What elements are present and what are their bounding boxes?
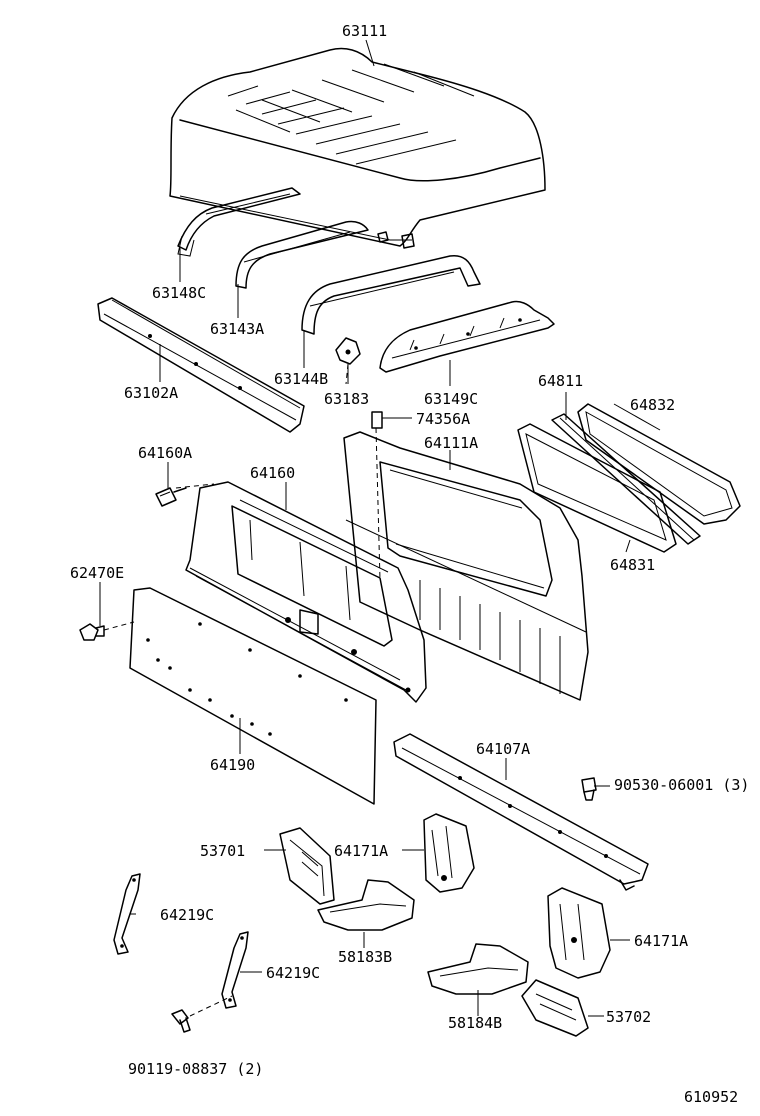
window-glass-64811: [551, 413, 701, 545]
label-53701: 53701: [200, 842, 245, 860]
bolt-90530: [581, 777, 597, 801]
label-62470E: 62470E: [70, 564, 124, 582]
label-64811: 64811: [538, 372, 583, 390]
stay-64219C-left: [113, 873, 141, 955]
support-64171A-lower: [547, 887, 611, 979]
label-74356A: 74356A: [416, 410, 470, 428]
label-64107A: 64107A: [476, 740, 530, 758]
bracket-63183: [335, 337, 361, 365]
roof-bow-63149C: [379, 300, 555, 373]
stay-64219C-right: [221, 931, 249, 1009]
label-53702: 53702: [606, 1008, 651, 1026]
reinforcement-58184B: [427, 943, 529, 995]
reinforcement-58183B: [317, 879, 415, 931]
roof-panel: [169, 47, 546, 249]
header-rail-63102A: [97, 297, 305, 433]
label-58184B: 58184B: [448, 1014, 502, 1032]
label-64219C-left: 64219C: [160, 906, 214, 924]
label-64190: 64190: [210, 756, 255, 774]
clip-74356A: [371, 411, 383, 429]
label-63144B: 63144B: [274, 370, 328, 388]
bracket-53701: [279, 827, 335, 905]
bracket-53702: [521, 979, 589, 1037]
label-64832: 64832: [630, 396, 675, 414]
label-90119-08837: 90119-08837 (2): [128, 1060, 263, 1078]
label-63143A: 63143A: [210, 320, 264, 338]
weatherstrip-64832: [577, 403, 741, 525]
roof-bow-63148C: [177, 187, 301, 257]
bolt-90119: [171, 1009, 191, 1033]
part-labels: 63111 63148C 63143A 63144B 63183 63149C …: [70, 22, 749, 1106]
back-panel-64160: [185, 481, 427, 703]
sill-64107A: [393, 733, 649, 891]
bolt-64160A: [155, 487, 187, 507]
label-64831: 64831: [610, 556, 655, 574]
clip-62470E: [79, 623, 105, 641]
trim-board-64190: [129, 587, 377, 805]
roof-bow-63143A: [235, 220, 369, 289]
roof-bow-63144B: [301, 254, 481, 335]
label-90530-06001: 90530-06001 (3): [614, 776, 749, 794]
support-64171A-upper: [423, 813, 475, 893]
back-panel-64111A: [343, 431, 589, 701]
label-64160: 64160: [250, 464, 295, 482]
window-glass-64831: [517, 423, 677, 553]
label-63149C: 63149C: [424, 390, 478, 408]
label-64171A-lower: 64171A: [634, 932, 688, 950]
label-58183B: 58183B: [338, 948, 392, 966]
label-64171A-upper: 64171A: [334, 842, 388, 860]
label-63183: 63183: [324, 390, 369, 408]
label-64111A: 64111A: [424, 434, 478, 452]
label-63111: 63111: [342, 22, 387, 40]
catalog-number: 610952: [684, 1088, 738, 1106]
label-64160A: 64160A: [138, 444, 192, 462]
label-64219C-right: 64219C: [266, 964, 320, 982]
label-63102A: 63102A: [124, 384, 178, 402]
leader-lines: [99, 39, 661, 1017]
label-63148C: 63148C: [152, 284, 206, 302]
